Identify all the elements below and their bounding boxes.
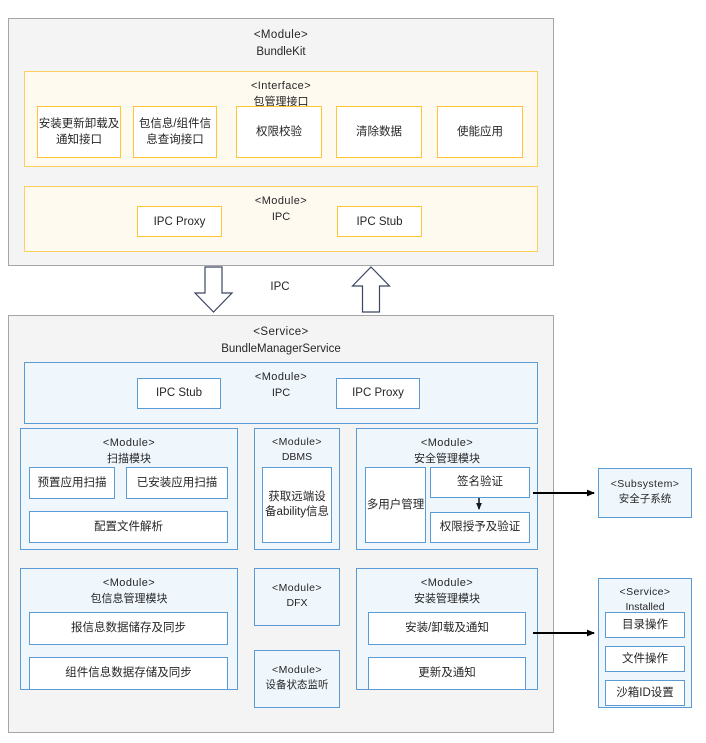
bundle-info-item-component-store-sync[interactable]: 组件信息数据存储及同步 <box>29 657 228 690</box>
module-install-name: 安装管理模块 <box>414 593 480 605</box>
bottom-ipc-panel: <Module> IPC <box>24 362 538 424</box>
top-ipc-proxy-label: IPC Proxy <box>153 215 206 228</box>
bottom-ipc-name: IPC <box>271 387 291 399</box>
top-ipc-panel: <Module> IPC <box>24 186 538 252</box>
up-block-arrow <box>351 266 391 313</box>
subsystem-security-stereotype: <Subsystem> <box>610 478 680 490</box>
installed-item-sandbox-id[interactable]: 沙箱ID设置 <box>605 680 685 706</box>
module-dfx: <Module> DFX <box>254 568 340 626</box>
security-item-permission-grant[interactable]: 权限授予及验证 <box>430 512 530 543</box>
scan-item-preinstalled[interactable]: 预置应用扫描 <box>29 467 115 499</box>
security-item-label: 签名验证 <box>457 476 503 488</box>
interface-item-clear-data[interactable]: 清除数据 <box>336 106 422 158</box>
installed-item-label: 文件操作 <box>622 652 668 665</box>
subsystem-security-name: 安全子系统 <box>618 493 672 505</box>
service-installed-title: <Service> Installed <box>599 585 691 615</box>
top-ipc-stub-box[interactable]: IPC Stub <box>337 206 422 237</box>
top-ipc-stub-label: IPC Stub <box>356 215 403 228</box>
interface-item-label: 清除数据 <box>356 126 402 138</box>
dbms-item-remote-ability-info[interactable]: 获取远端设备ability信息 <box>262 467 332 543</box>
module-device-state-listener: <Module> 设备状态监听 <box>254 650 340 708</box>
module-scan-title: <Module> 扫描模块 <box>21 435 237 467</box>
interface-item-label: 权限校验 <box>256 126 302 138</box>
module-security-title: <Module> 安全管理模块 <box>357 435 537 467</box>
bottom-ipc-stereotype: <Module> <box>254 371 308 383</box>
security-item-label: 权限授予及验证 <box>439 521 521 533</box>
bottom-ipc-stub-label: IPC Stub <box>155 387 203 399</box>
subsystem-security: <Subsystem> 安全子系统 <box>598 468 692 518</box>
module-bundle-info-title: <Module> 包信息管理模块 <box>21 575 237 607</box>
security-item-signature-verify[interactable]: 签名验证 <box>430 467 530 498</box>
subsystem-security-title: <Subsystem> 安全子系统 <box>599 477 691 507</box>
bms-title: <Service> BundleManagerService <box>9 324 553 358</box>
module-dfx-stereotype: <Module> <box>272 582 322 594</box>
bundlekit-stereotype: <Module> <box>253 29 309 41</box>
interface-item-install-update-uninstall[interactable]: 安装更新卸载及通知接口 <box>37 106 121 158</box>
scan-item-label: 配置文件解析 <box>94 520 163 533</box>
module-device-state-title: <Module> 设备状态监听 <box>255 663 339 693</box>
interface-item-label: 包信息/组件信息查询接口 <box>138 118 212 146</box>
security-item-label: 多用户管理 <box>366 498 425 511</box>
module-security-stereotype: <Module> <box>420 437 474 449</box>
top-ipc-panel-title: <Module> IPC <box>25 193 537 225</box>
bottom-ipc-proxy-box[interactable]: IPC Proxy <box>336 378 420 409</box>
install-item-label: 更新及通知 <box>418 667 476 679</box>
install-item-update-notify[interactable]: 更新及通知 <box>368 657 526 690</box>
interface-item-bundle-query[interactable]: 包信息/组件信息查询接口 <box>133 106 217 158</box>
bundlekit-title: <Module> BundleKit <box>9 27 553 61</box>
bundle-info-item-label: 报信息数据储存及同步 <box>71 622 186 634</box>
module-bundle-info-stereotype: <Module> <box>102 577 156 589</box>
top-ipc-stereotype: <Module> <box>254 195 308 207</box>
top-ipc-name: IPC <box>271 211 291 223</box>
module-scan-name: 扫描模块 <box>107 453 151 465</box>
security-item-multiuser[interactable]: 多用户管理 <box>365 467 426 543</box>
module-bundle-info-name: 包信息管理模块 <box>90 593 168 605</box>
module-security-name: 安全管理模块 <box>414 453 480 465</box>
scan-item-config-parse[interactable]: 配置文件解析 <box>29 511 228 543</box>
ipc-connector-label: IPC <box>270 281 290 293</box>
bundlekit-name: BundleKit <box>256 46 306 58</box>
interface-item-enable-app[interactable]: 使能应用 <box>437 106 523 158</box>
bms-stereotype: <Service> <box>253 326 309 338</box>
module-install-title: <Module> 安装管理模块 <box>357 575 537 607</box>
bms-name: BundleManagerService <box>221 343 341 355</box>
module-scan-stereotype: <Module> <box>102 437 156 449</box>
interface-stereotype: <Interface> <box>250 80 312 92</box>
dbms-item-label: 获取远端设备ability信息 <box>265 491 329 518</box>
down-block-arrow <box>193 266 234 313</box>
interface-item-permission-check[interactable]: 权限校验 <box>236 106 322 158</box>
module-dfx-title: <Module> DFX <box>255 581 339 611</box>
bundle-info-item-label: 组件信息数据存储及同步 <box>65 667 192 679</box>
module-install-stereotype: <Module> <box>420 577 474 589</box>
installed-item-label: 目录操作 <box>622 618 668 631</box>
install-item-label: 安装/卸载及通知 <box>405 622 489 634</box>
scan-item-label: 预置应用扫描 <box>37 476 107 489</box>
module-dbms-title: <Module> DBMS <box>255 435 339 465</box>
bottom-ipc-panel-title: <Module> IPC <box>25 369 537 401</box>
installed-item-label: 沙箱ID设置 <box>616 686 674 699</box>
interface-item-label: 使能应用 <box>457 126 503 138</box>
service-installed-stereotype: <Service> <box>619 586 671 598</box>
module-dfx-name: DFX <box>286 597 308 609</box>
bundle-info-item-store-sync[interactable]: 报信息数据储存及同步 <box>29 612 228 645</box>
module-device-state-name: 设备状态监听 <box>265 679 329 691</box>
module-dbms-name: DBMS <box>281 451 313 463</box>
scan-item-label: 已安装应用扫描 <box>136 476 218 489</box>
bottom-ipc-proxy-label: IPC Proxy <box>352 387 404 399</box>
bottom-ipc-stub-box[interactable]: IPC Stub <box>137 378 221 409</box>
install-item-install-uninstall-notify[interactable]: 安装/卸载及通知 <box>368 612 526 645</box>
top-ipc-proxy-box[interactable]: IPC Proxy <box>137 206 222 237</box>
interface-item-label: 安装更新卸载及通知接口 <box>38 118 120 146</box>
scan-item-installed[interactable]: 已安装应用扫描 <box>126 467 228 499</box>
installed-item-directory-ops[interactable]: 目录操作 <box>605 612 685 638</box>
module-device-state-stereotype: <Module> <box>272 664 322 676</box>
module-dbms-stereotype: <Module> <box>272 436 322 448</box>
installed-item-file-ops[interactable]: 文件操作 <box>605 646 685 672</box>
